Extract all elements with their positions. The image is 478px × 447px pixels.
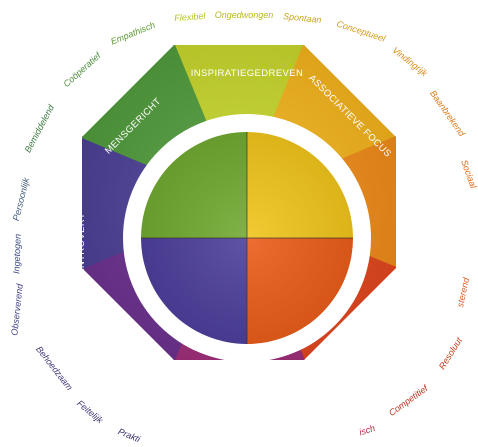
word-baanbrekend: Baanbrekend xyxy=(428,88,467,138)
word-persoonlijk: Persoonlijk xyxy=(11,176,31,222)
word-vindingrijk: Vindingrijk xyxy=(390,45,429,79)
word-flexibel: Flexibel xyxy=(174,11,207,23)
word-spontaan: Spontaan xyxy=(283,11,322,25)
word-cooperatief: Coöperatief xyxy=(61,49,103,89)
label-inspiratiegedreven: INSPIRATIEGEDREVEN xyxy=(191,68,304,79)
word-empathisch: Empathisch xyxy=(109,20,156,47)
word-prakti: Prakti xyxy=(117,426,143,442)
word-conceptueel: Conceptueel xyxy=(335,19,387,44)
word-bemiddelend: Bemiddelend xyxy=(23,102,57,154)
word-ingetogen: Ingetogen xyxy=(11,234,22,274)
word-sociaal: Sociaal xyxy=(459,158,478,190)
label-disciplinegedreven: DISCIPLINEGEDREVEN xyxy=(190,400,303,411)
word-competitief: Competitief xyxy=(387,382,431,418)
word-feitelijk: Feitelijk xyxy=(75,398,105,426)
label-extravert: EXTRAVERT xyxy=(409,208,420,268)
label-introvert: INTROVERT xyxy=(76,213,87,271)
word-ongedwongen: Ongedwongen xyxy=(215,10,274,20)
word-behoedzaam: Behoedzaam xyxy=(34,344,75,392)
word-resoluut: Resoluut xyxy=(437,335,465,371)
word-sterend: sterend xyxy=(455,276,471,308)
word-observerend: Observerend xyxy=(9,282,24,336)
word-isch: isch xyxy=(358,423,376,437)
